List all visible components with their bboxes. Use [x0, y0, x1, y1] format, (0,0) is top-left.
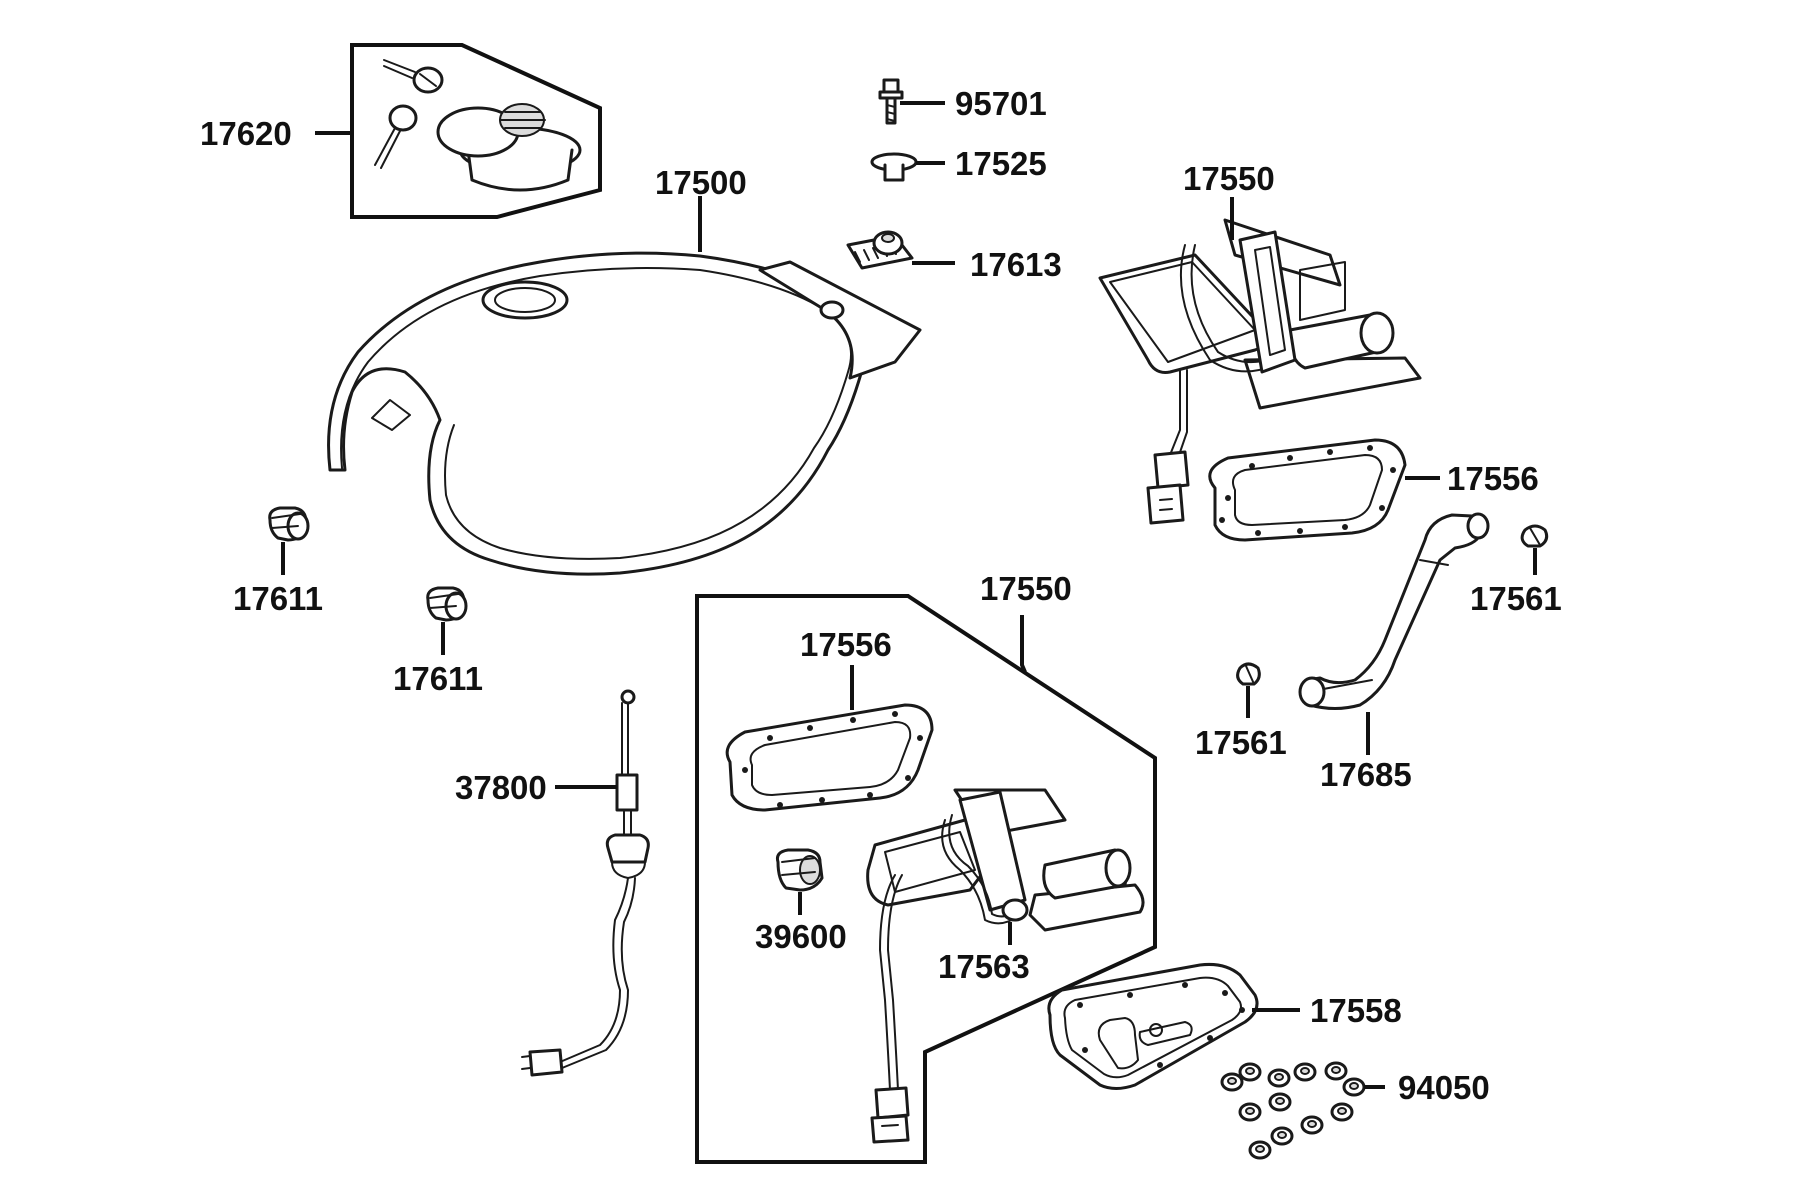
- part-label-37800: 37800: [455, 769, 547, 806]
- part-label-17525: 17525: [955, 145, 1047, 182]
- part-label-17556-top: 17556: [1447, 460, 1539, 497]
- part-label-95701: 95701: [955, 85, 1047, 122]
- washer-17525: [870, 152, 918, 182]
- hose-17685: [1298, 512, 1490, 710]
- clamp-17561-left: [1236, 662, 1261, 686]
- part-label-17550-top: 17550: [1183, 160, 1275, 197]
- fuel-pump-assembly-bottom: [866, 788, 1145, 1144]
- part-label-17558: 17558: [1310, 992, 1402, 1029]
- part-label-17685: 17685: [1320, 756, 1412, 793]
- sensor-37800: [521, 689, 650, 1077]
- clamp-17561-right: [1520, 524, 1549, 548]
- damper-17611-left: [268, 506, 310, 542]
- gasket-17556-top: [1208, 438, 1407, 542]
- part-label-17561-left: 17561: [1195, 724, 1287, 761]
- key-set-frame: [350, 43, 602, 219]
- damper-17611-right: [426, 586, 468, 622]
- leader-17550-bottom: [1020, 615, 1027, 673]
- gasket-17556-bottom: [725, 703, 934, 812]
- valve-39600: [776, 848, 824, 892]
- part-label-17561-right: 17561: [1470, 580, 1562, 617]
- part-label-17620: 17620: [200, 115, 292, 152]
- pump-kit-frame: [695, 594, 1157, 1164]
- part-label-17556-bottom: 17556: [800, 626, 892, 663]
- fuel-tank: [327, 251, 922, 576]
- part-label-94050: 94050: [1398, 1069, 1490, 1106]
- fuel-pump-assembly-top: [1098, 218, 1422, 525]
- part-label-17611-left: 17611: [233, 580, 323, 617]
- part-label-39600: 39600: [755, 918, 847, 955]
- part-label-17613: 17613: [970, 246, 1062, 283]
- grommet-17613: [846, 230, 914, 270]
- key-and-cap-set: [374, 59, 582, 192]
- part-label-17611-right: 17611: [393, 660, 483, 697]
- part-label-17500: 17500: [655, 164, 747, 201]
- part-label-17550-bottom: 17550: [980, 570, 1072, 607]
- nuts-94050: [1220, 1061, 1366, 1160]
- part-label-17563: 17563: [938, 948, 1030, 985]
- bolt-95701: [878, 78, 904, 125]
